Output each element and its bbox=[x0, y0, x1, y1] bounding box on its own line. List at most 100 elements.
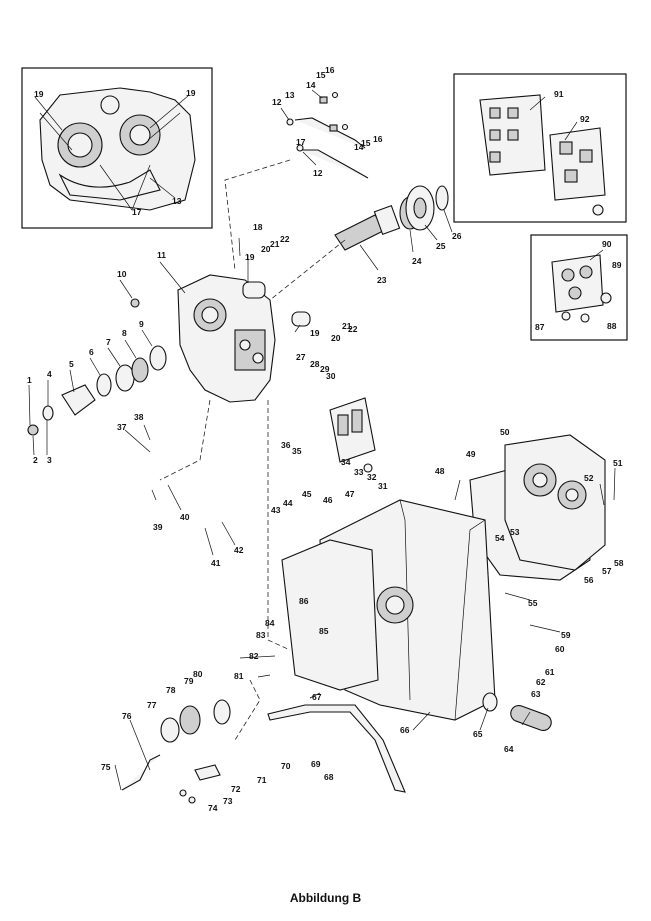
part-label-16: 16 bbox=[373, 134, 383, 144]
part-label-73: 73 bbox=[223, 796, 233, 806]
bushing bbox=[242, 281, 266, 299]
part-label-14: 14 bbox=[306, 80, 316, 90]
part-label-8: 8 bbox=[122, 328, 127, 338]
part-label-78: 78 bbox=[166, 685, 176, 695]
part-label-43: 43 bbox=[271, 505, 281, 515]
oil-pipes bbox=[286, 91, 369, 179]
part-label-22: 22 bbox=[280, 234, 290, 244]
part-label-47: 47 bbox=[345, 489, 355, 499]
part-label-81: 81 bbox=[234, 671, 244, 681]
part-label-92: 92 bbox=[580, 114, 590, 124]
assembly-guide-line bbox=[159, 399, 211, 481]
part-label-60: 60 bbox=[555, 644, 565, 654]
leader-lines bbox=[28, 89, 616, 791]
filter-element bbox=[482, 692, 552, 731]
part-label-68: 68 bbox=[324, 772, 334, 782]
control-valve bbox=[329, 397, 376, 473]
part-label-20: 20 bbox=[331, 333, 341, 343]
inset-gear-housing bbox=[39, 87, 196, 211]
part-label-39: 39 bbox=[153, 522, 163, 532]
part-label-41: 41 bbox=[211, 558, 221, 568]
part-label-88: 88 bbox=[607, 321, 617, 331]
part-label-24: 24 bbox=[412, 256, 422, 266]
part-label-71: 71 bbox=[257, 775, 267, 785]
part-label-36: 36 bbox=[281, 440, 291, 450]
inset-frame-gear-housing bbox=[21, 67, 213, 229]
lower-fittings bbox=[121, 699, 231, 804]
part-label-49: 49 bbox=[466, 449, 476, 459]
part-label-34: 34 bbox=[341, 457, 351, 467]
inset-frame-cover-plate bbox=[530, 234, 628, 341]
part-label-12: 12 bbox=[313, 168, 323, 178]
part-label-86: 86 bbox=[299, 596, 309, 606]
part-label-15: 15 bbox=[361, 138, 371, 148]
inset-frame-valve-block bbox=[453, 73, 627, 223]
part-label-20: 20 bbox=[261, 244, 271, 254]
part-label-74: 74 bbox=[208, 803, 218, 813]
part-label-17: 17 bbox=[132, 207, 142, 217]
part-label-37: 37 bbox=[117, 422, 127, 432]
inset-valve-block bbox=[479, 94, 606, 216]
part-label-58: 58 bbox=[614, 558, 624, 568]
part-label-19: 19 bbox=[245, 252, 255, 262]
part-label-1: 1 bbox=[27, 375, 32, 385]
part-label-38: 38 bbox=[134, 412, 144, 422]
shaft-and-gear bbox=[334, 185, 449, 251]
part-label-23: 23 bbox=[377, 275, 387, 285]
part-label-13: 13 bbox=[285, 90, 295, 100]
part-label-14: 14 bbox=[354, 142, 364, 152]
part-label-18: 18 bbox=[253, 222, 263, 232]
bushing bbox=[291, 311, 311, 327]
part-label-30: 30 bbox=[326, 371, 336, 381]
part-label-91: 91 bbox=[554, 89, 564, 99]
part-label-25: 25 bbox=[436, 241, 446, 251]
part-label-53: 53 bbox=[510, 527, 520, 537]
part-label-19: 19 bbox=[310, 328, 320, 338]
part-label-69: 69 bbox=[311, 759, 321, 769]
part-label-65: 65 bbox=[473, 729, 483, 739]
part-label-3: 3 bbox=[47, 455, 52, 465]
part-label-54: 54 bbox=[495, 533, 505, 543]
part-label-35: 35 bbox=[292, 446, 302, 456]
part-label-67: 67 bbox=[312, 692, 322, 702]
assembly-guide-line bbox=[224, 159, 291, 271]
part-label-56: 56 bbox=[584, 575, 594, 585]
part-label-7: 7 bbox=[106, 337, 111, 347]
inset-cover-plate bbox=[551, 254, 612, 323]
part-label-66: 66 bbox=[400, 725, 410, 735]
part-label-61: 61 bbox=[545, 667, 555, 677]
part-label-77: 77 bbox=[147, 700, 157, 710]
part-label-63: 63 bbox=[531, 689, 541, 699]
seal-ring-stack bbox=[27, 298, 167, 436]
figure-caption: Abbildung B bbox=[289, 891, 362, 905]
gearbox-front-housing bbox=[177, 274, 276, 403]
part-label-21: 21 bbox=[270, 239, 280, 249]
part-label-44: 44 bbox=[283, 498, 293, 508]
front-gasket bbox=[281, 539, 379, 691]
part-label-57: 57 bbox=[602, 566, 612, 576]
rear-cover-and-gasket bbox=[469, 434, 606, 581]
part-label-64: 64 bbox=[504, 744, 514, 754]
part-label-27: 27 bbox=[296, 352, 306, 362]
part-label-76: 76 bbox=[122, 711, 132, 721]
part-label-82: 82 bbox=[249, 651, 259, 661]
part-label-29: 29 bbox=[320, 364, 330, 374]
part-label-2: 2 bbox=[33, 455, 38, 465]
part-label-75: 75 bbox=[101, 762, 111, 772]
part-label-19: 19 bbox=[186, 88, 196, 98]
assembly-guide-line bbox=[267, 400, 291, 651]
part-label-22: 22 bbox=[348, 324, 358, 334]
part-label-28: 28 bbox=[310, 359, 320, 369]
part-label-31: 31 bbox=[378, 481, 388, 491]
part-label-62: 62 bbox=[536, 677, 546, 687]
part-label-52: 52 bbox=[584, 473, 594, 483]
part-label-46: 46 bbox=[323, 495, 333, 505]
suction-pipe bbox=[267, 704, 406, 793]
part-label-10: 10 bbox=[117, 269, 127, 279]
part-label-40: 40 bbox=[180, 512, 190, 522]
part-label-42: 42 bbox=[234, 545, 244, 555]
part-label-13: 13 bbox=[172, 196, 182, 206]
assembly-guide-line bbox=[269, 239, 346, 301]
